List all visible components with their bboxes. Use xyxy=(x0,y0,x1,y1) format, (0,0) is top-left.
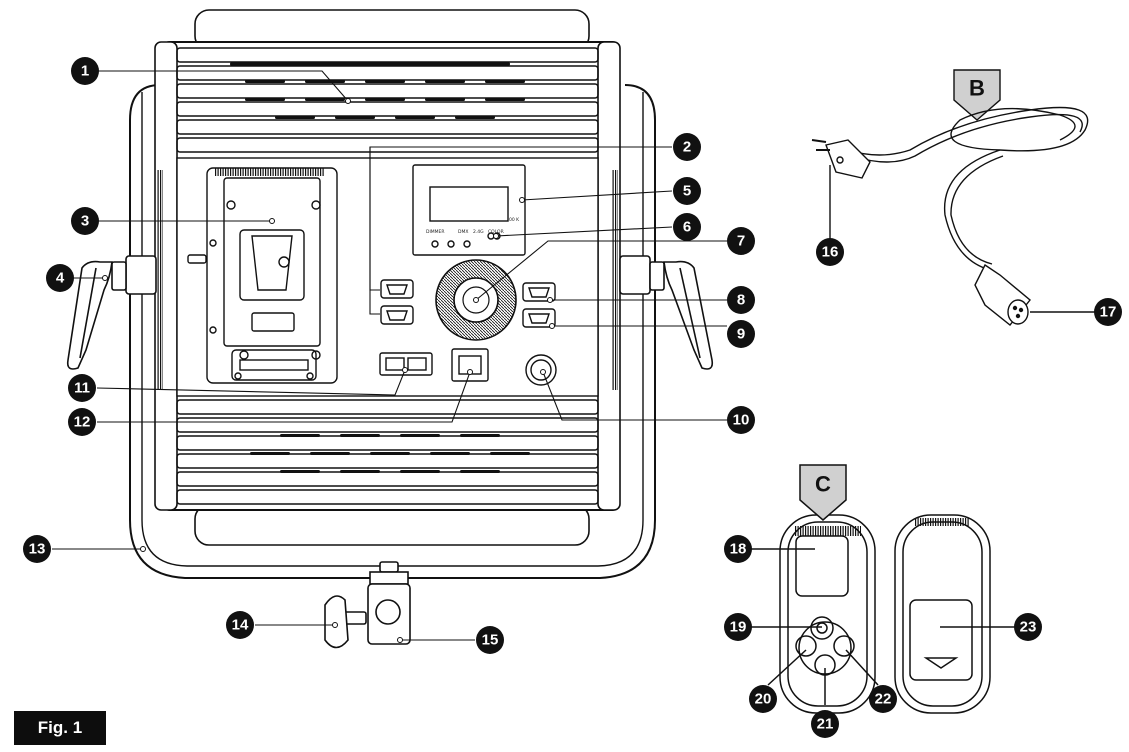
left-buttons xyxy=(380,279,414,325)
remote-button-power xyxy=(810,616,834,640)
right-buttons xyxy=(522,282,556,328)
callout-4: 4 xyxy=(46,264,74,292)
callout-6: 6 xyxy=(673,213,701,241)
xlr-connector xyxy=(974,263,1031,326)
tilt-knob xyxy=(324,595,349,649)
callout-8: 8 xyxy=(727,286,755,314)
section-label-c: C xyxy=(815,472,831,497)
right-handle xyxy=(619,255,714,370)
svg-text:9: 9 xyxy=(737,326,745,343)
svg-text:18: 18 xyxy=(730,541,747,558)
power-cable xyxy=(811,69,1095,326)
callout-2: 2 xyxy=(673,133,701,161)
callout-23: 23 xyxy=(1014,613,1042,641)
callout-1: 1 xyxy=(71,57,99,85)
svg-text:17: 17 xyxy=(1100,304,1117,321)
remote-display xyxy=(795,535,849,597)
callout-15: 15 xyxy=(476,626,504,654)
plug-head xyxy=(811,139,871,179)
callout-18: 18 xyxy=(724,535,752,563)
svg-text:12: 12 xyxy=(74,414,91,431)
section-label-b: B xyxy=(969,76,985,101)
leader-lines xyxy=(52,70,727,641)
svg-text:5: 5 xyxy=(683,183,691,200)
left-button-upper xyxy=(380,279,414,299)
remote-front-body xyxy=(779,514,876,714)
svg-text:20: 20 xyxy=(755,691,772,708)
callout-12: 12 xyxy=(68,408,96,436)
top-heatsink xyxy=(176,47,599,153)
callout-5: 5 xyxy=(673,177,701,205)
callout-3: 3 xyxy=(71,207,99,235)
svg-text:23: 23 xyxy=(1020,619,1037,636)
button-8 xyxy=(522,282,556,302)
mode-label-color: COLOR xyxy=(488,229,504,235)
callout-21: 21 xyxy=(811,710,839,738)
svg-text:6: 6 xyxy=(683,219,691,236)
callout-10: 10 xyxy=(727,406,755,434)
callout-17: 17 xyxy=(1094,298,1122,326)
battery-plate xyxy=(187,167,338,384)
callout-16: 16 xyxy=(816,238,844,266)
callout-9: 9 xyxy=(727,320,755,348)
rj45-ports xyxy=(379,352,433,376)
bottom-heatsink xyxy=(176,399,599,505)
svg-text:4: 4 xyxy=(56,270,65,287)
callout-7: 7 xyxy=(727,227,755,255)
remote-control xyxy=(745,464,1015,714)
figure-label: Fig. 1 xyxy=(14,711,106,745)
remote-button-left xyxy=(795,635,817,657)
callout-19: 19 xyxy=(724,613,752,641)
battery-cover xyxy=(909,599,973,681)
svg-text:22: 22 xyxy=(875,691,892,708)
mode-label-24g: 2.4G xyxy=(473,229,484,235)
spigot-mount xyxy=(324,561,411,649)
callout-13: 13 xyxy=(23,535,51,563)
svg-text:13: 13 xyxy=(29,541,46,558)
svg-text:14: 14 xyxy=(232,617,249,634)
left-handle xyxy=(66,255,157,370)
svg-text:3: 3 xyxy=(81,213,89,230)
callout-20: 20 xyxy=(749,685,777,713)
callout-11: 11 xyxy=(68,374,96,402)
svg-text:19: 19 xyxy=(730,619,747,636)
svg-text:21: 21 xyxy=(817,716,834,733)
svg-text:8: 8 xyxy=(737,292,745,309)
remote-back-body xyxy=(894,514,991,714)
kelvin-label: 00 K xyxy=(509,217,520,223)
svg-text:10: 10 xyxy=(733,412,750,429)
button-9 xyxy=(522,308,556,328)
svg-text:15: 15 xyxy=(482,632,499,649)
display-screen xyxy=(429,186,509,222)
left-button-lower xyxy=(380,305,414,325)
svg-text:16: 16 xyxy=(822,244,839,261)
mode-label-dimmer: DIMMER xyxy=(426,229,445,235)
callout-14: 14 xyxy=(226,611,254,639)
svg-text:1: 1 xyxy=(81,63,89,80)
callout-22: 22 xyxy=(869,685,897,713)
power-socket xyxy=(525,354,557,386)
svg-text:7: 7 xyxy=(737,233,745,250)
svg-text:2: 2 xyxy=(683,139,691,156)
led-panel: 00 K DIMMER DMX 2.4G COLOR xyxy=(66,9,714,649)
callout-badges: 1 2 3 4 5 6 7 8 9 10 11 12 13 14 15 16 1… xyxy=(23,57,1122,738)
remote-button-right xyxy=(833,635,855,657)
mode-label-dmx: DMX xyxy=(458,229,468,235)
section-c-tag xyxy=(799,464,847,521)
svg-text:11: 11 xyxy=(74,380,90,397)
